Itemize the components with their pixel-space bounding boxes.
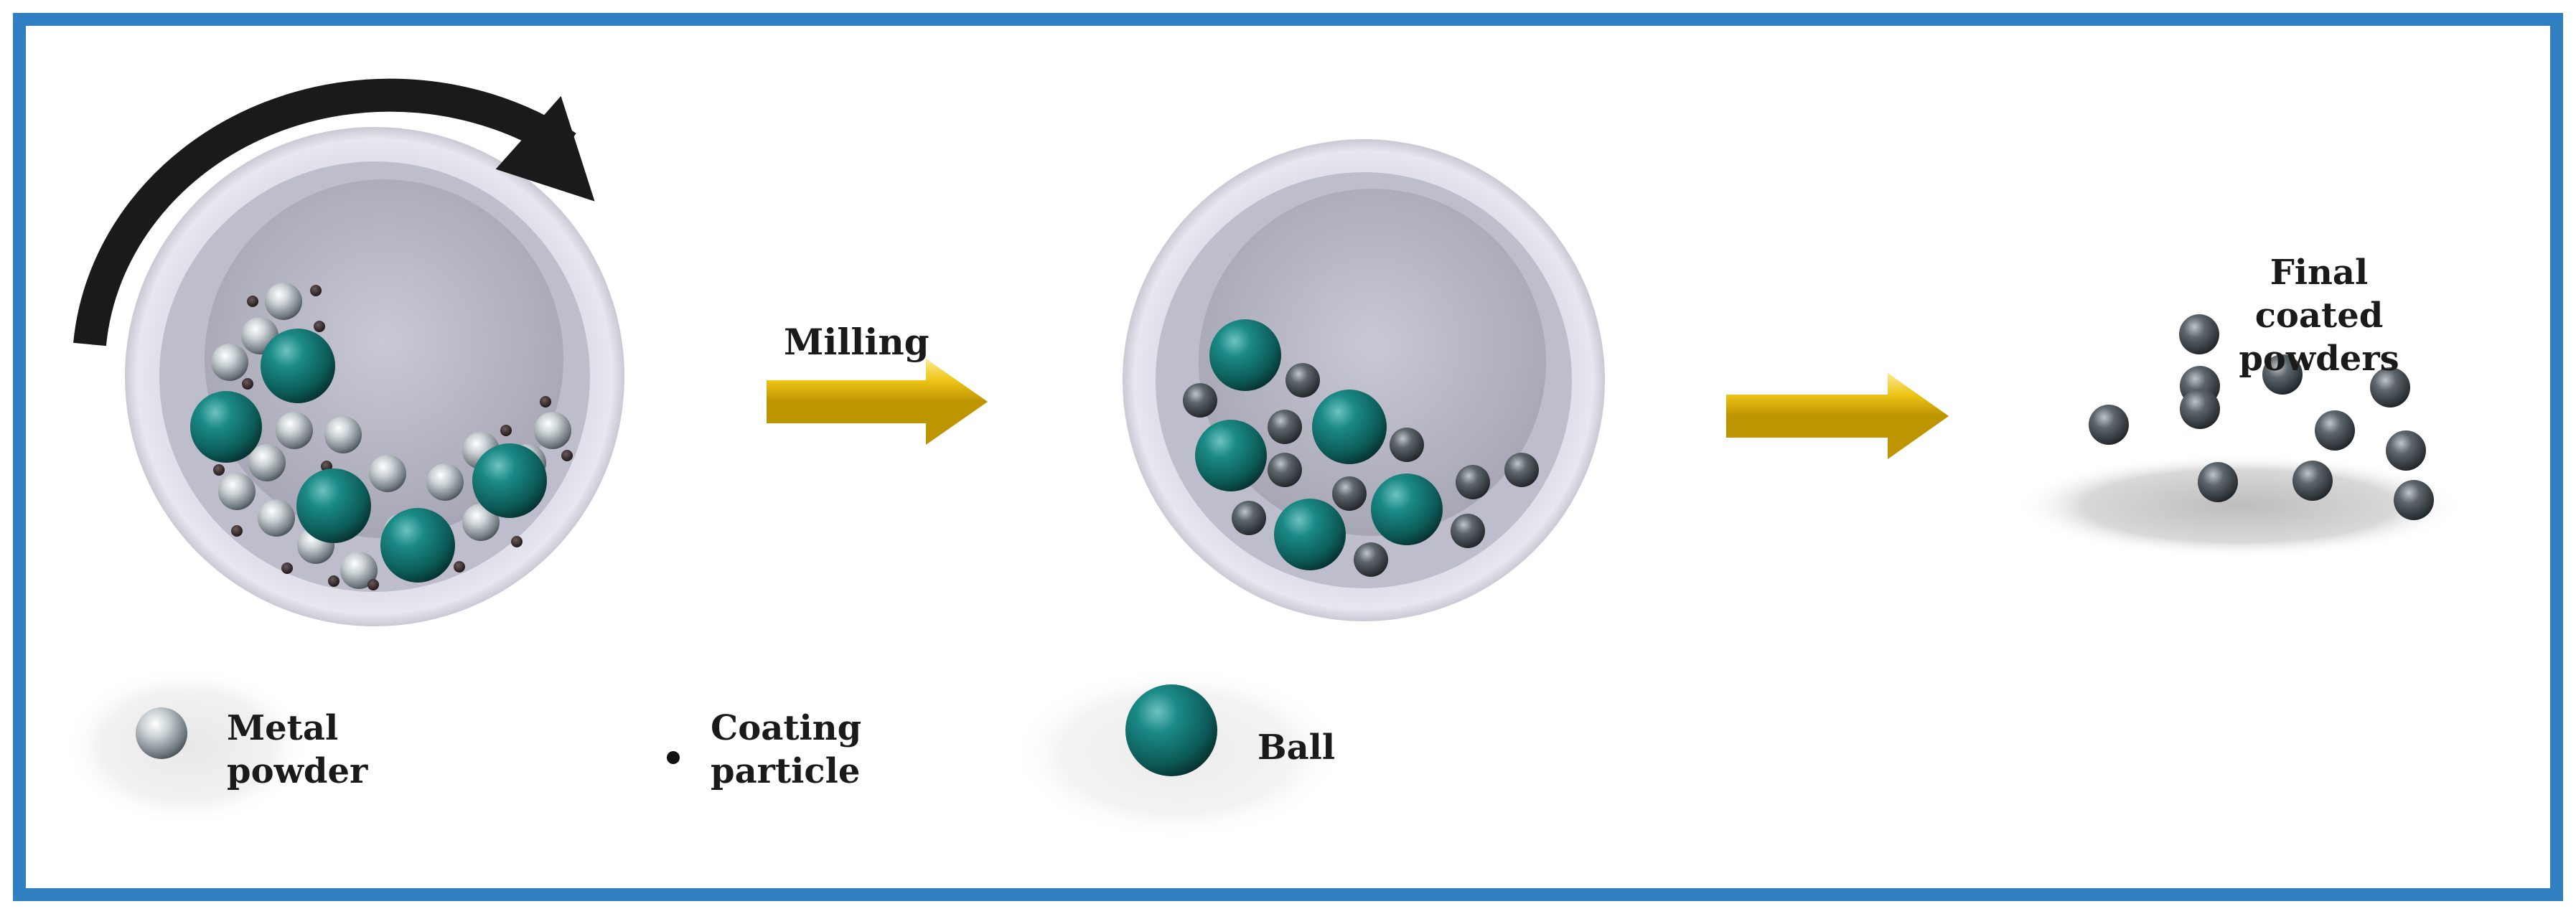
coated-powder-particle [1183, 383, 1217, 418]
coated-powder-particle [1451, 514, 1485, 548]
final-coated-powder [2370, 367, 2410, 407]
milling-ball [261, 329, 335, 403]
final-coated-powder [2179, 314, 2219, 354]
coating-particle [328, 575, 339, 587]
final-coated-powder [2198, 462, 2238, 502]
milling-jar-1 [125, 127, 624, 626]
milling-ball [380, 508, 455, 583]
metal-powder-particle [340, 552, 378, 589]
metal-powder-particle [218, 473, 256, 510]
powder-shadow [2017, 454, 2462, 557]
milling-arrow [767, 359, 988, 445]
jar-2-floor [1199, 189, 1546, 536]
milling-ball [472, 443, 547, 518]
jar-2-contents [1183, 319, 1539, 577]
legend-shadow-left [65, 667, 309, 825]
coating-particle [511, 536, 523, 547]
legend-coating-line-1: Coating [711, 708, 862, 748]
coated-powder-particle [1504, 453, 1539, 487]
final-coated-powder [2292, 461, 2333, 501]
milling-jar-2 [1123, 139, 1605, 621]
coating-particle [213, 464, 225, 476]
legend-coating-particle-label: Coating particle [711, 707, 861, 793]
final-coated-powder [2394, 480, 2434, 520]
coated-powder-particle [1232, 501, 1266, 535]
milling-ball [1312, 390, 1387, 464]
legend-ball-icon [1125, 684, 1217, 776]
coated-powder-particle [1354, 542, 1388, 577]
coating-particle [540, 396, 551, 407]
metal-powder-particle [426, 463, 464, 501]
final-coated-powder [2180, 389, 2220, 429]
coating-particle [310, 285, 322, 296]
metal-powder-particle [276, 412, 313, 449]
final-coated-powders-label: Final coated powders [2222, 251, 2416, 380]
jar-1-contents [190, 283, 573, 590]
final-coated-powder [2315, 410, 2355, 451]
milling-ball [1274, 499, 1346, 570]
legend-metal-line-1: Metal [227, 708, 339, 748]
metal-powder-particle [265, 283, 302, 320]
metal-powder-particle [324, 416, 362, 453]
coating-particle [281, 562, 293, 574]
legend-ball-label: Ball [1257, 727, 1336, 768]
final-coated-powder [2386, 430, 2426, 471]
milling-ball [190, 391, 262, 463]
final-label-line-2: powders [2239, 339, 2399, 379]
coating-particle [231, 525, 243, 537]
legend-metal-powder-label: Metal powder [227, 707, 367, 793]
coated-powder-particle [1285, 363, 1320, 397]
metal-powder-particle [258, 499, 295, 537]
coated-powder-particle [1390, 428, 1424, 462]
milling-ball [1209, 319, 1281, 391]
legend-metal-powder-icon [136, 707, 187, 759]
legend-coating-line-2: particle [711, 751, 861, 791]
final-coated-powder [2262, 354, 2303, 395]
legend-metal-line-2: powder [227, 751, 368, 791]
coating-particle [561, 450, 573, 461]
coating-particle [367, 579, 379, 590]
final-label-line-1: Final coated [2254, 253, 2384, 336]
milling-ball [1371, 474, 1443, 545]
result-arrow [1726, 373, 1949, 459]
metal-powder-particle [369, 455, 406, 492]
coating-particle [242, 378, 253, 390]
coated-powder-particle [1268, 410, 1302, 444]
metal-powder-particle [534, 412, 571, 449]
coated-powder-particle [1332, 476, 1367, 511]
milling-ball [296, 468, 371, 543]
coating-particle [314, 321, 325, 332]
coated-powder-particle [1268, 453, 1302, 487]
legend-coating-particle-icon [667, 751, 680, 764]
metal-powder-particle [211, 344, 248, 381]
coating-particle [500, 425, 512, 436]
final-coated-powders [2089, 314, 2434, 520]
milling-ball [1195, 420, 1267, 491]
coating-particle [247, 296, 258, 307]
milling-label: Milling [784, 321, 929, 363]
rotation-arrow [73, 78, 595, 347]
metal-powder-particle [248, 444, 286, 481]
metal-powder-particle [462, 504, 500, 541]
coated-powder-particle [1456, 465, 1490, 499]
coating-particle [454, 561, 465, 573]
final-coated-powder [2089, 405, 2129, 445]
